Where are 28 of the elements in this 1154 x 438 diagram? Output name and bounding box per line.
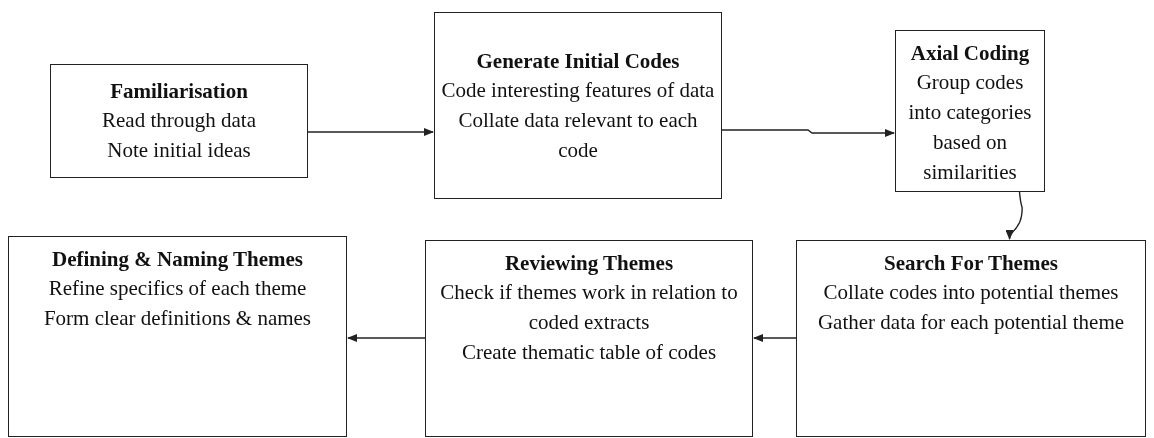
arrow [1006,191,1023,240]
step-description: Create thematic table of codes [461,339,717,366]
process-box [434,12,722,199]
step-description: Gather data for each potential theme [817,309,1125,336]
process-box [425,240,753,437]
step-description: Code interesting features of data [441,76,715,104]
arrow [753,334,797,342]
arrow [347,334,426,342]
process-box [50,64,308,178]
arrow [307,128,434,136]
step-title: Reviewing Themes [504,250,674,277]
step-description: Refine specifics of each theme [48,275,307,302]
process-box [796,240,1146,437]
step-description: Check if themes work in relation to coded extracts [439,279,739,336]
step-title: Search For Themes [884,250,1058,277]
step-description: Group codes into categories based on similarities [907,69,1033,186]
step-title: Defining & Naming Themes [51,246,303,273]
step-title: Axial Coding [910,40,1030,67]
step-description: Collate data relevant to each code [457,106,699,164]
step-description: Form clear definitions & names [43,305,312,332]
arrow [721,129,895,137]
step-description: Note initial ideas [107,137,251,164]
step-title: Generate Initial Codes [476,47,680,75]
process-box [8,236,347,437]
process-box [895,30,1045,192]
step-description: Read through data [102,107,256,134]
step-description: Collate codes into potential themes [823,279,1119,306]
step-title: Familiarisation [110,78,248,105]
